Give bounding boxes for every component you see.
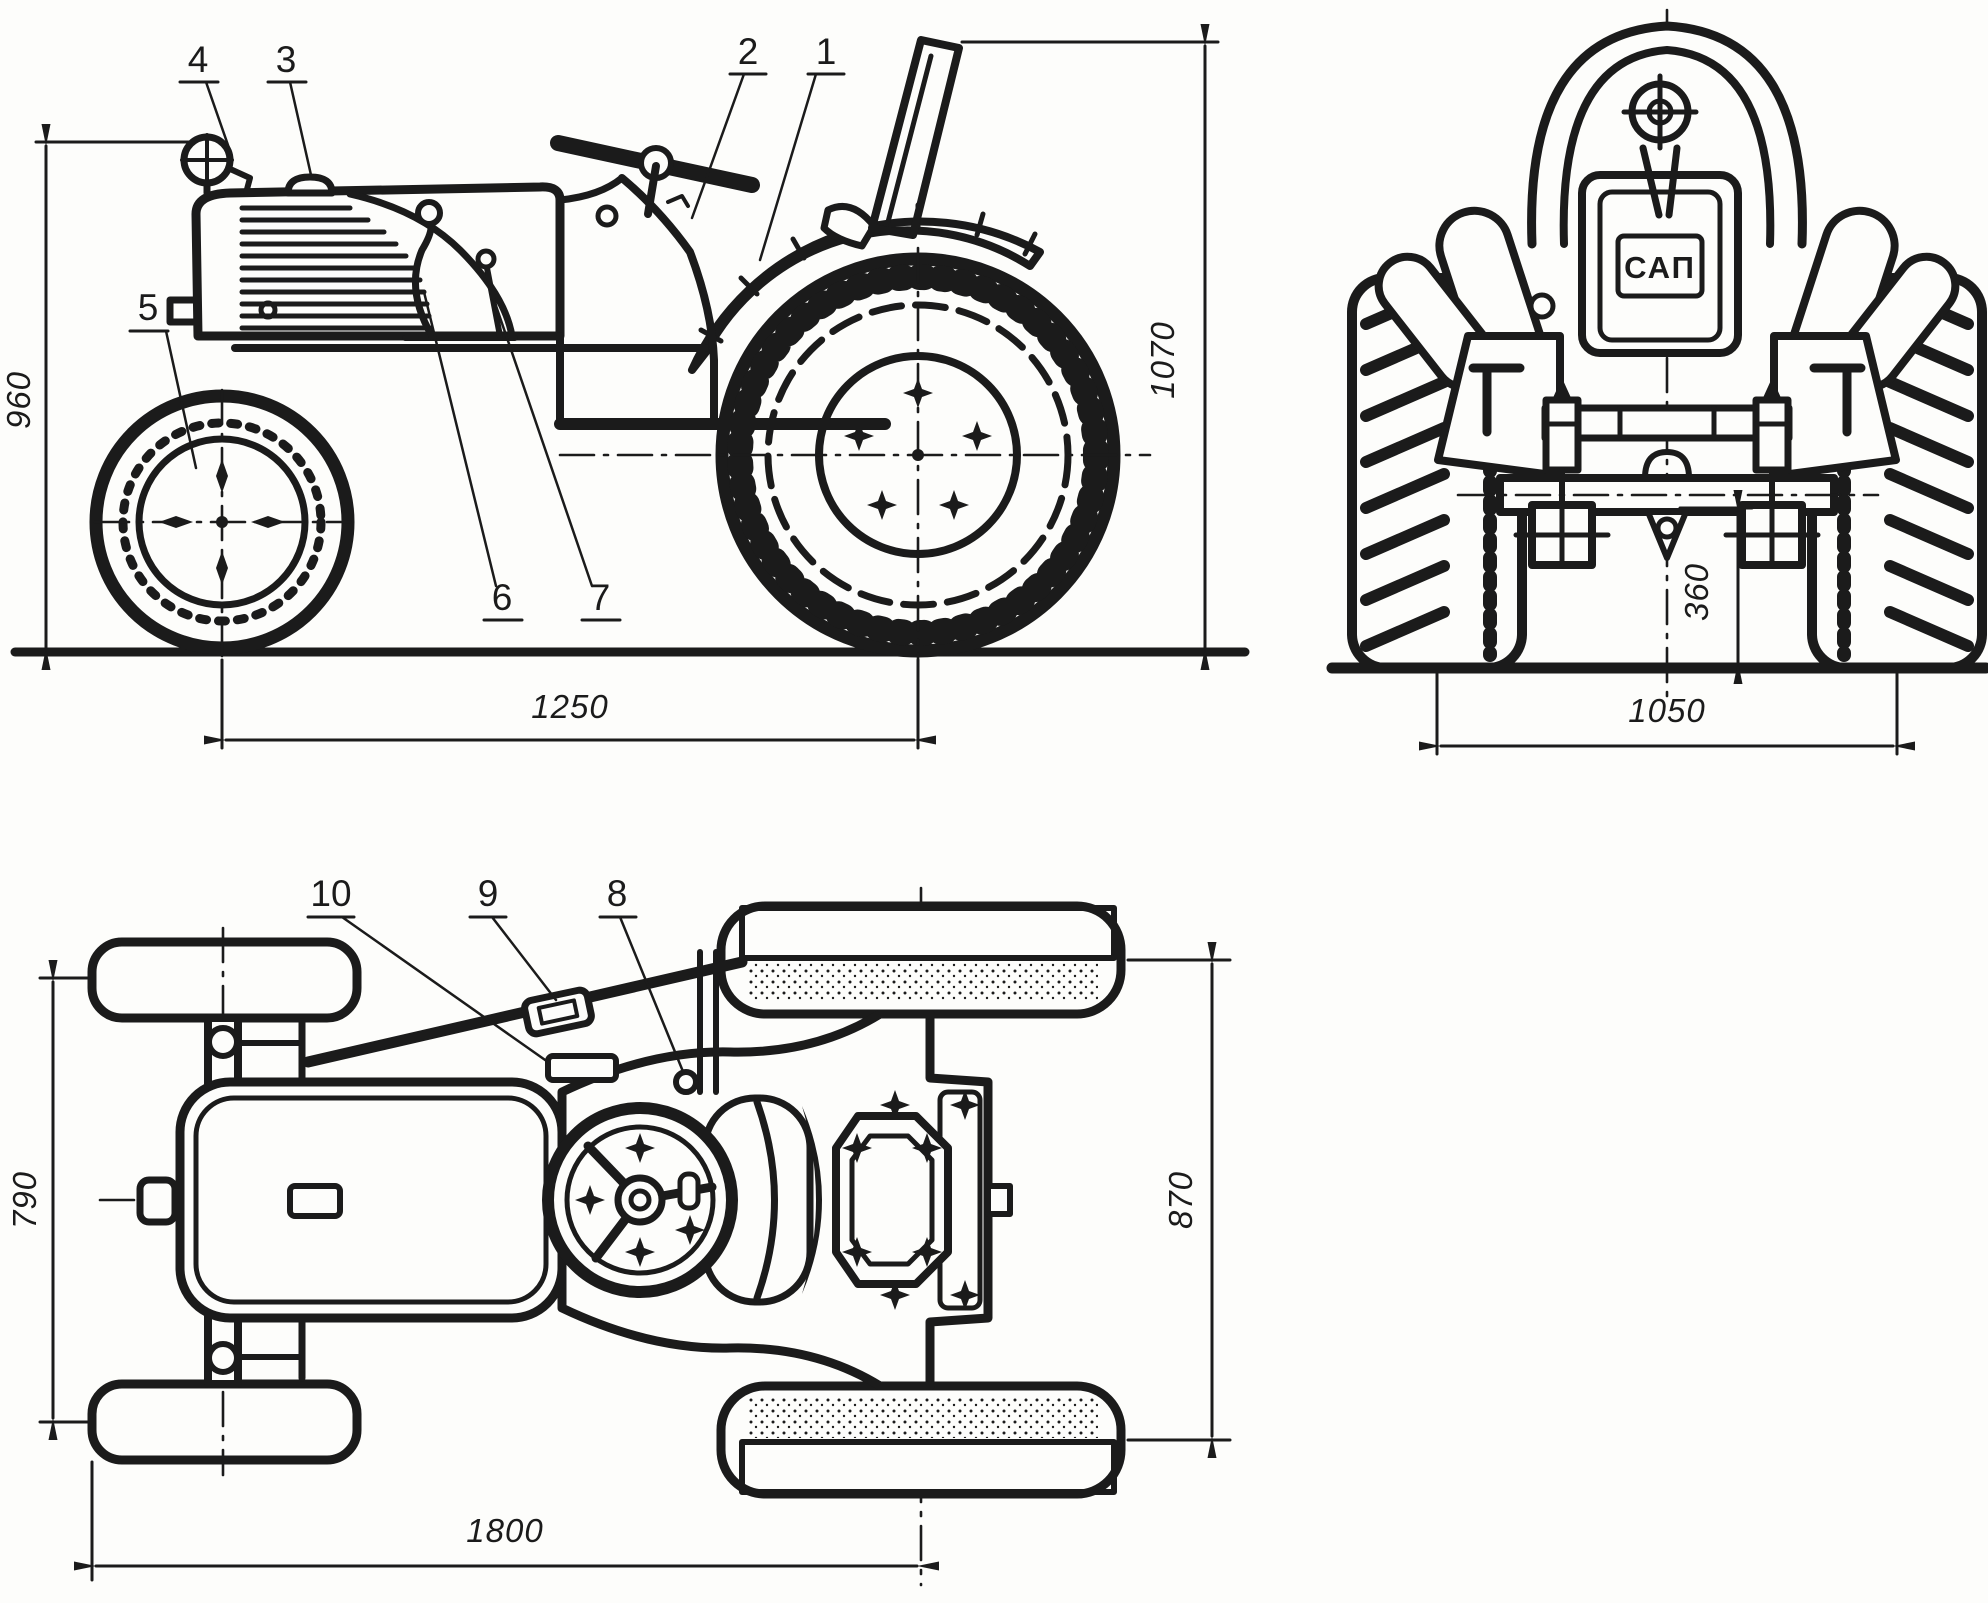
svg-text:4: 4: [188, 39, 209, 80]
top-front-tire-lower: [87, 1379, 362, 1465]
dim-790: 790: [6, 960, 97, 1440]
callout-8: 8: [598, 873, 686, 1076]
hood-side: [191, 173, 565, 341]
steering-wheel-rear: [1621, 73, 1699, 219]
dim-1050-label: 1050: [1628, 692, 1705, 729]
seat-top: [701, 1094, 952, 1306]
frame-side: [231, 332, 891, 430]
svg-text:1: 1: [816, 31, 837, 72]
dim-870: 870: [1126, 942, 1232, 1458]
rear-kingpins: [1513, 378, 1821, 569]
hood-handle: [545, 1053, 619, 1083]
rear-wheel-side: [558, 246, 1152, 662]
svg-text:10: 10: [310, 873, 351, 914]
dim-790-label: 790: [6, 1171, 43, 1229]
rear-view: САП 360 1050: [1326, 8, 1988, 756]
plate-text: САП: [1624, 250, 1696, 285]
svg-text:5: 5: [138, 287, 159, 328]
steering-wheel-top: [542, 1102, 738, 1298]
dim-1050: 1050: [1419, 672, 1915, 756]
callout-6: 6: [422, 290, 524, 622]
front-wheel-side: [89, 388, 355, 658]
top-rear-tire-lower: [716, 1381, 1126, 1499]
dim-1250-label: 1250: [531, 688, 608, 725]
steering-side: [550, 135, 760, 424]
dim-1070-label: 1070: [1144, 321, 1181, 398]
side-view: 960 1070 1250 4 3 2 1 5 6: [0, 23, 1250, 750]
dim-1250: 1250: [204, 658, 936, 750]
callout-3: 3: [266, 39, 313, 177]
hood-top: [175, 1077, 567, 1323]
callout-7: 7: [492, 298, 622, 622]
callout-10: 10: [306, 873, 550, 1064]
callout-9: 9: [468, 873, 558, 1002]
dim-360: 360: [1678, 490, 1754, 684]
seat-side: [820, 36, 963, 250]
dim-1800-label: 1800: [466, 1512, 543, 1549]
dim-1800: 1800: [74, 1460, 939, 1582]
muffler: [521, 986, 595, 1038]
dim-870-label: 870: [1162, 1171, 1199, 1229]
svg-text:9: 9: [478, 873, 499, 914]
dim-1070: 1070: [960, 23, 1220, 670]
dim-960-label: 960: [0, 371, 37, 429]
oil-plug: [673, 1069, 699, 1095]
top-front-tire-upper: [87, 937, 362, 1023]
callout-5: 5: [128, 287, 198, 470]
callout-4: 4: [178, 39, 231, 150]
hitch: [985, 1183, 1013, 1217]
svg-text:6: 6: [492, 577, 513, 618]
dim-960: 960: [0, 124, 198, 670]
svg-text:3: 3: [276, 39, 297, 80]
svg-text:2: 2: [738, 31, 759, 72]
callout-2: 2: [690, 31, 768, 220]
gear-levers: [402, 199, 518, 341]
fuel-cap: [284, 173, 336, 197]
dim-360-label: 360: [1678, 563, 1715, 621]
top-rear-tire-upper: [716, 901, 1126, 1019]
top-view: 790 870 1800 10 9 8: [6, 873, 1232, 1587]
svg-text:7: 7: [590, 577, 611, 618]
svg-text:8: 8: [607, 873, 628, 914]
headlight: [180, 133, 253, 197]
callout-1: 1: [758, 31, 846, 262]
sap-plate: САП: [1578, 150, 1742, 357]
